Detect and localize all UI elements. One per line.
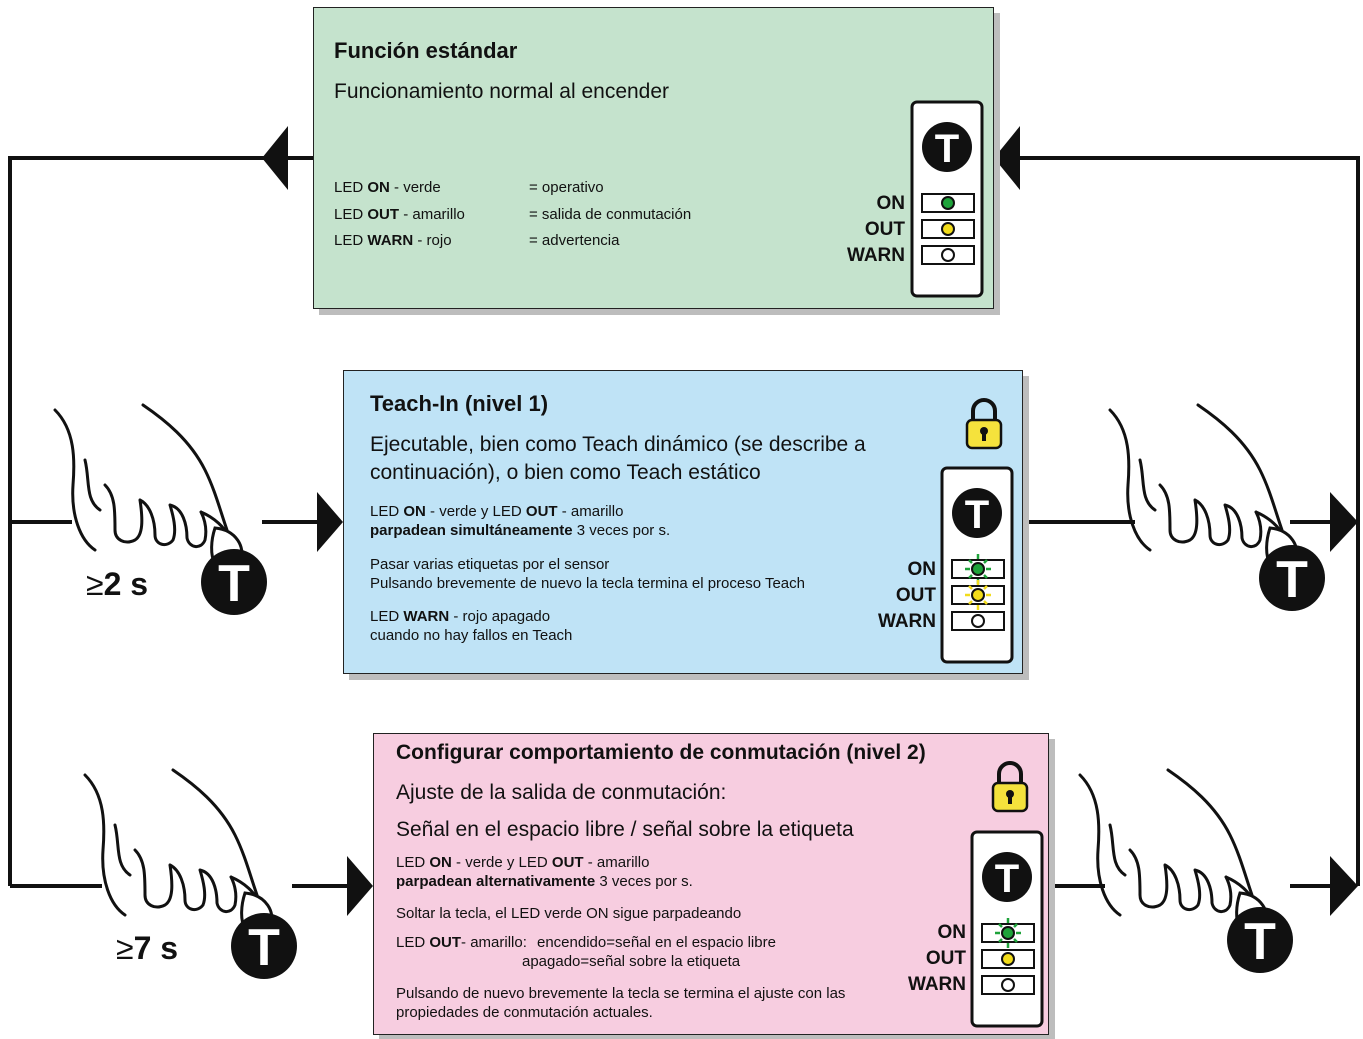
teach-para-1: LED ON - verde y LED OUT - amarillo [370,503,624,520]
standard-led-meaning: = operativo [529,179,604,196]
svg-text:T: T [935,127,959,171]
switching-config-box: Configurar comportamiento de conmutación… [373,733,1049,1035]
led-warn-indicator [941,248,955,262]
arrow-icon [347,856,373,916]
led-label-warn: WARN [846,245,905,266]
teach-para-2: Pasar varias etiquetas por el sensor [370,556,610,573]
t-key-icon: T [922,122,972,172]
hold-time-2s: ≥2 s [86,566,149,602]
led-warn-indicator [971,614,985,628]
standard-led-meaning: = advertencia [529,232,620,249]
teach-para-3b: cuando no hay fallos en Teach [370,627,573,644]
standard-led-row: LED WARN - rojo [334,232,452,249]
arrow-icon [262,126,288,190]
config-para-3b: apagado=señal sobre la etiqueta [522,953,741,970]
blink-rays [995,918,1021,948]
config-para-3a: encendido=señal en el espacio libre [537,934,776,951]
config-title: Configurar comportamiento de conmutación… [396,741,926,764]
teach-para-3: LED WARN - rojo apagado [370,608,551,625]
padlock-icon [991,761,1029,813]
led-out-indicator [941,222,955,236]
standard-title: Función estándar [334,38,518,63]
arrow-icon [994,126,1020,190]
svg-text:T: T [1244,913,1276,971]
t-key-icon: T [231,913,297,979]
config-para-4: Pulsando de nuevo brevemente la tecla se… [396,985,846,1002]
return-line-right [1000,156,1360,886]
arrow-icon [317,492,343,552]
config-para-1b: parpadean alternativamente 3 veces por s… [396,873,693,890]
teach-para-1b: parpadean simultáneamente 3 veces por s. [370,522,671,539]
svg-text:T: T [1276,551,1308,609]
hand-pointer-icon [1108,403,1299,572]
config-subtitle-2: Señal en el espacio libre / señal sobre … [396,818,854,841]
led-out-indicator [1001,952,1015,966]
return-line-left [8,156,313,886]
blink-rays [965,580,991,610]
teach-title: Teach-In (nivel 1) [370,391,549,416]
led-label-on: ON [876,193,906,214]
hand-pointer-icon [83,768,274,937]
led-on-indicator [1001,926,1015,940]
config-para-3: LED OUT- amarillo: [396,934,527,951]
led-label-out: OUT [864,219,905,240]
blink-rays [965,554,991,584]
hand-pointer-icon [1078,768,1269,937]
led-label-out: OUT [895,585,936,606]
standard-led-meaning: = salida de conmutación [529,206,692,223]
device-panel: T [940,466,1014,664]
arrow-icon [1330,492,1358,552]
device-panel: T [910,100,984,298]
hold-time-7s: ≥7 s [116,930,179,966]
teach-para-2b: Pulsando brevemente de nuevo la tecla te… [370,575,805,592]
led-on-indicator [941,196,955,210]
config-para-1: LED ON - verde y LED OUT - amarillo [396,854,650,871]
svg-text:T: T [248,919,280,977]
device-panel: T [970,830,1044,1028]
arrow-icon [1330,856,1358,916]
svg-text:T: T [965,493,989,537]
led-label-out: OUT [925,948,966,969]
config-para-2: Soltar la tecla, el LED verde ON sigue p… [396,905,742,922]
svg-text:T: T [995,857,1019,901]
config-subtitle-1: Ajuste de la salida de conmutación: [396,781,727,804]
led-label-warn: WARN [907,974,966,995]
t-key-icon: T [952,488,1002,538]
t-key-icon: T [1227,907,1293,973]
config-para-4b: propiedades de conmutación actuales. [396,1004,653,1021]
teach-subtitle-1: Ejecutable, bien como Teach dinámico (se… [370,433,866,456]
padlock-icon [965,398,1003,450]
teach-in-box: Teach-In (nivel 1) Ejecutable, bien como… [343,370,1023,674]
led-out-indicator [971,588,985,602]
led-label-on: ON [907,559,937,580]
led-warn-indicator [1001,978,1015,992]
standard-led-row: LED ON - verde [334,179,441,196]
teach-subtitle-2: continuación), o bien como Teach estátic… [370,461,761,484]
led-label-warn: WARN [877,611,936,632]
standard-subtitle: Funcionamiento normal al encender [334,80,670,103]
t-key-icon: T [982,852,1032,902]
standard-led-row: LED OUT - amarillo [334,206,465,223]
t-key-icon: T [201,549,267,615]
hand-pointer-icon [53,403,244,572]
t-key-icon: T [1259,545,1325,611]
led-label-on: ON [937,922,967,943]
svg-text:T: T [218,555,250,613]
standard-function-box: Función estándar Funcionamiento normal a… [313,7,994,309]
led-on-indicator [971,562,985,576]
